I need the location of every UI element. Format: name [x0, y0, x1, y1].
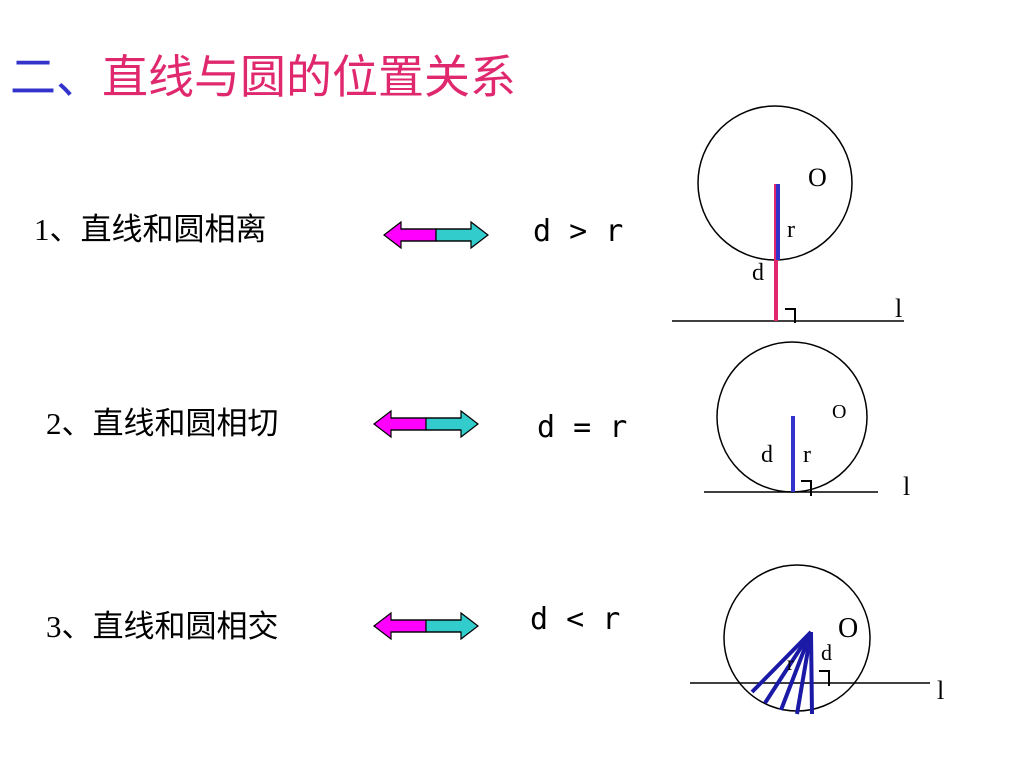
radius-segment — [750, 630, 813, 694]
right-angle-mark-icon — [785, 308, 796, 323]
distance-label: d — [752, 260, 764, 286]
double-arrow-icon — [373, 611, 479, 641]
center-label: O — [808, 163, 827, 192]
line-label: l — [937, 676, 944, 705]
radius-segment — [779, 631, 813, 711]
distance-label: d — [761, 442, 773, 468]
radius-segment — [809, 631, 814, 715]
diagram-separate: O r d l — [672, 105, 904, 323]
radius-segment — [795, 631, 813, 715]
row-label-intersect: 3、直线和圆相交 — [46, 611, 279, 643]
double-arrow-icon — [373, 409, 479, 439]
row-index: 2、 — [46, 406, 93, 441]
diagram-tangent: O r d l — [704, 341, 910, 501]
relation-intersect: d < r — [530, 602, 621, 637]
diagram-intersect: O r d l — [690, 564, 944, 715]
radius-label: r — [787, 653, 794, 675]
circle — [723, 564, 871, 712]
row-index: 3、 — [46, 609, 93, 644]
distance-label: d — [821, 640, 832, 665]
row-text: 直线和圆相切 — [92, 406, 279, 442]
right-angle-mark-icon — [801, 480, 812, 496]
radius-label: r — [803, 442, 811, 468]
center-label: O — [838, 613, 858, 644]
circle — [697, 105, 853, 261]
row-label-separate: 1、直线和圆相离 — [34, 214, 267, 246]
double-arrow-icon — [383, 220, 489, 250]
relation-tangent: d = r — [537, 410, 628, 445]
title-text: 直线与圆的位置关系 — [102, 50, 516, 104]
center-label: O — [832, 401, 846, 423]
right-angle-mark-icon — [819, 670, 830, 686]
row-index: 1、 — [34, 212, 81, 247]
line-label: l — [903, 472, 910, 501]
relation-separate: d > r — [533, 214, 624, 249]
circle — [716, 341, 868, 493]
page-title: 二、直线与圆的位置关系 — [10, 54, 516, 100]
title-prefix: 二、 — [10, 50, 102, 104]
radius-label: r — [787, 217, 795, 243]
line-label: l — [895, 294, 902, 323]
row-text: 直线和圆相交 — [92, 609, 279, 645]
radius-segment — [763, 630, 813, 705]
row-text: 直线和圆相离 — [80, 212, 267, 248]
row-label-tangent: 2、直线和圆相切 — [46, 408, 279, 440]
